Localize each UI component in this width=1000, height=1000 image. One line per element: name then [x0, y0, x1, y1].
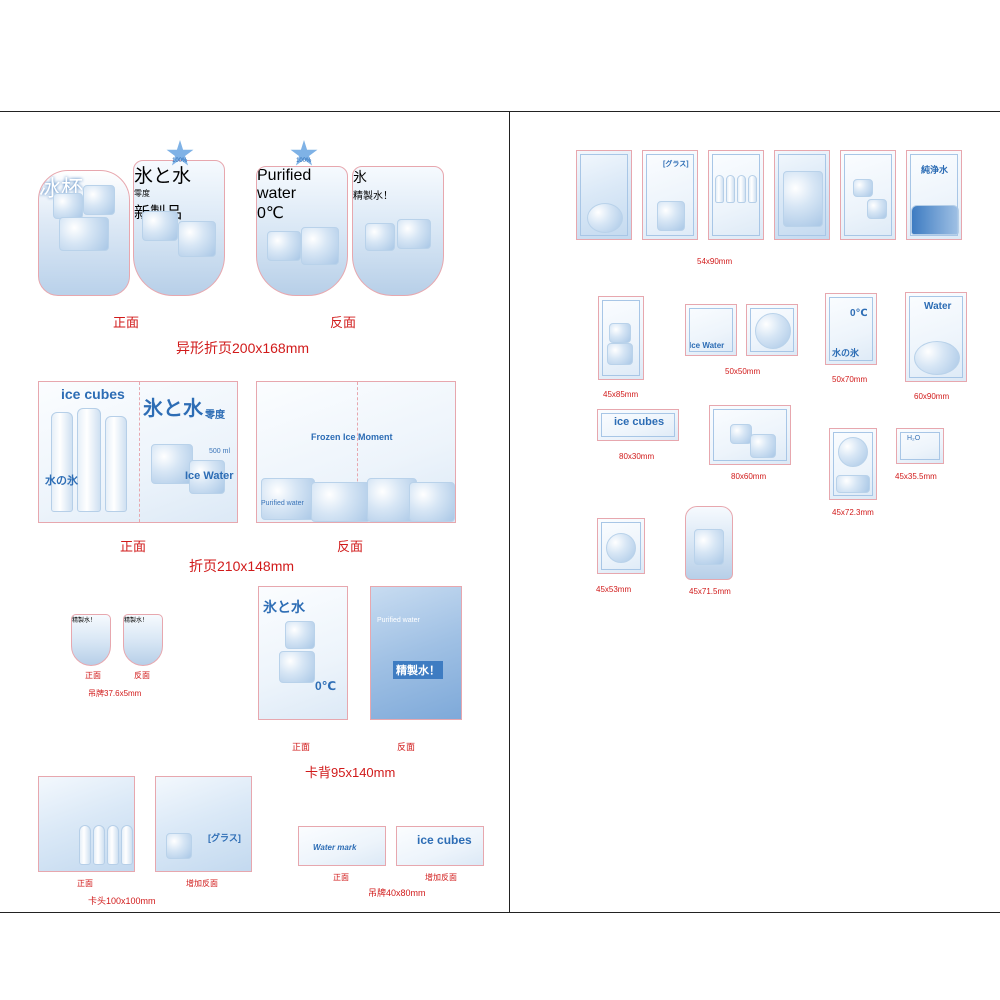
size-54x90: 54x90mm — [697, 257, 733, 266]
label-front: 正面 — [85, 671, 101, 680]
size-shaped-fold: 异形折页200x168mm — [176, 340, 310, 356]
card-54x90-3 — [708, 150, 764, 240]
hang-tag-back: ice cubes — [396, 826, 484, 866]
size-hang-tag: 吊牌40x80mm — [368, 888, 426, 898]
card-45x35: H₂O — [896, 428, 944, 464]
card-50x50-2 — [746, 304, 798, 356]
small-tag-back: 精製水！ — [123, 614, 163, 666]
card-60x90: Water — [905, 292, 967, 382]
card-80x30: ice cubes — [597, 409, 679, 441]
ice-water-panel: 氷と水 零度 新製品 — [133, 160, 225, 296]
card-45x85 — [598, 296, 644, 380]
card-45x53 — [597, 518, 645, 574]
size-45x53: 45x53mm — [596, 585, 632, 594]
label-back: 增加反面 — [425, 873, 457, 882]
label-front: 正面 — [292, 742, 311, 752]
small-tag-front: 精製水！ — [71, 614, 111, 666]
card-54x90-4 — [774, 150, 830, 240]
size-60x90: 60x90mm — [914, 392, 950, 401]
label-back: 反面 — [134, 671, 150, 680]
card-54x90-2: [グラス] — [642, 150, 698, 240]
artboard-divider — [509, 111, 510, 913]
label-back: 反面 — [330, 315, 357, 330]
label-front: 正面 — [120, 539, 147, 554]
label-front: 正面 — [333, 873, 349, 882]
card-back-front: 氷と水 0℃ — [258, 586, 348, 720]
header-card-back: [グラス] — [155, 776, 252, 872]
size-45x72: 45x72.3mm — [832, 508, 874, 517]
fold-front: ice cubes 水の氷 氷と水 零度 Ice Water 500 ml — [38, 381, 238, 523]
size-header-card: 卡头100x100mm — [88, 896, 156, 906]
header-card-front — [38, 776, 135, 872]
card-50x50-1: Ice Water — [685, 304, 737, 356]
refined-water-panel: 氷 精製水！ — [352, 166, 444, 296]
size-50x50: 50x50mm — [725, 367, 761, 376]
label-front: 正面 — [77, 879, 93, 888]
card-45x72 — [829, 428, 877, 500]
size-80x30: 80x30mm — [619, 452, 655, 461]
ice-and-water-title: 氷と水 — [134, 166, 192, 187]
size-small-tag: 吊牌37.6x5mm — [88, 689, 142, 698]
size-45x71: 45x71.5mm — [689, 587, 731, 596]
size-50x70: 50x70mm — [832, 375, 868, 384]
card-54x90-5 — [840, 150, 896, 240]
label-back: 反面 — [337, 539, 364, 554]
artboard-frame — [0, 111, 1000, 913]
size-card-back: 卡背95x140mm — [305, 765, 396, 780]
ice-cup-panel: 冰杯 — [38, 170, 130, 296]
hang-tag-front: Water mark — [298, 826, 386, 866]
size-45x85: 45x85mm — [603, 390, 639, 399]
card-back-back: Purified water 精製水！ — [370, 586, 462, 720]
card-45x71 — [685, 506, 733, 580]
size-fold: 折页210x148mm — [189, 558, 295, 574]
label-back: 增加反面 — [186, 879, 218, 888]
size-80x60: 80x60mm — [731, 472, 767, 481]
card-80x60 — [709, 405, 791, 465]
size-45x35: 45x35.5mm — [895, 472, 937, 481]
purified-water-panel: Purified water 0℃ — [256, 166, 348, 296]
label-back: 反面 — [397, 742, 416, 752]
card-54x90-1 — [576, 150, 632, 240]
fold-back: Purified water Frozen Ice Moment — [256, 381, 456, 523]
card-50x70: 0℃ 水の氷 — [825, 293, 877, 365]
card-54x90-6: 純浄水 — [906, 150, 962, 240]
label-front: 正面 — [113, 315, 140, 330]
